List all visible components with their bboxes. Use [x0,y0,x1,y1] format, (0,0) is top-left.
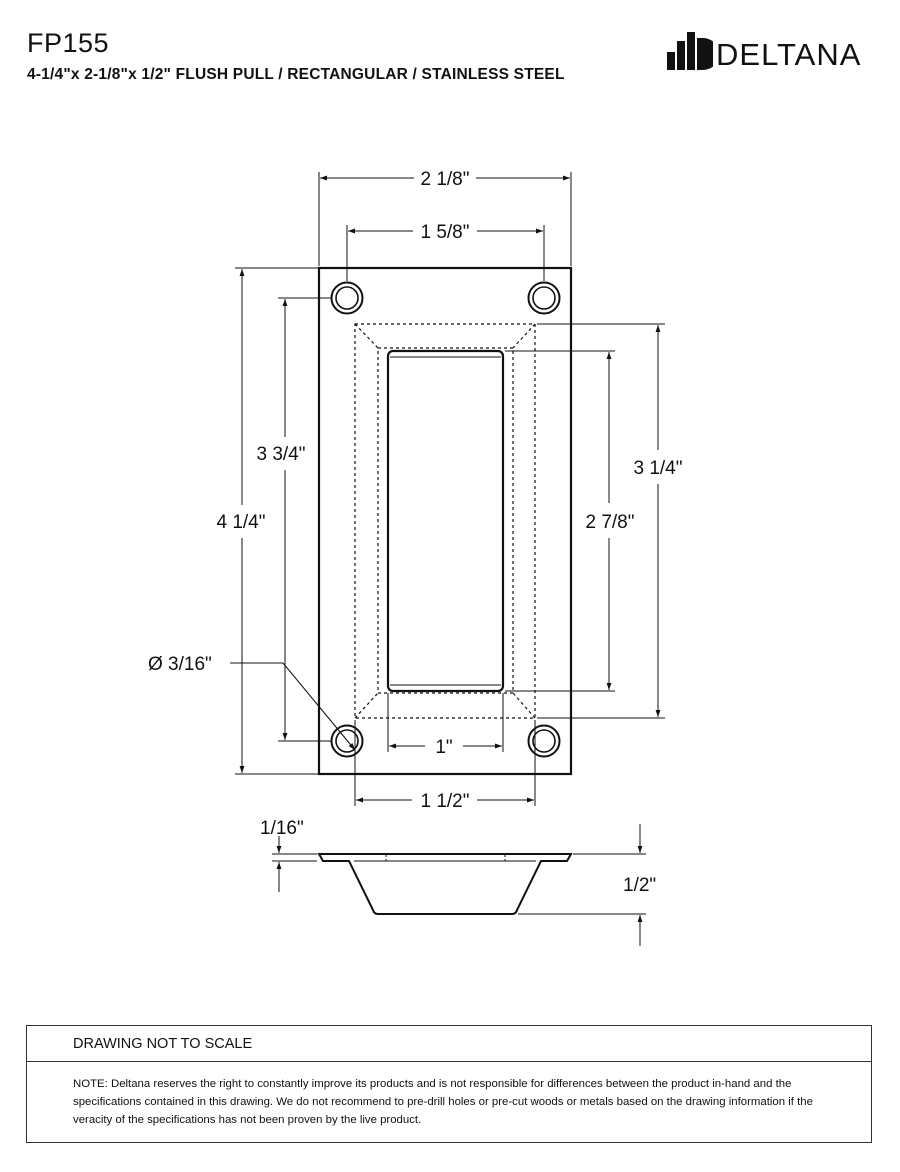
dim-hole-spacing-width [346,225,545,281]
product-code: FP155 [27,28,110,58]
dim-overall-height [235,267,318,775]
pull-side-view [317,853,573,915]
product-subtitle: 4-1/4"x 2-1/8"x 1/2" FLUSH PULL / RECTAN… [27,66,565,83]
technical-drawing: 2 1/8" 1 5/8" 4 1/4" 3 3/4" 3 1/4" 2 7/8 [148,169,683,946]
dim-recess-outer-width [354,720,536,806]
screw-hole-top-right [527,281,561,315]
recess-outer-edge [354,323,536,719]
side-profile [317,853,573,915]
overall-width-label: 2 1/8" [420,169,469,190]
pull-front-view [317,266,573,776]
dim-hole-diameter [230,662,356,751]
dim-recess-inner-height [505,350,615,692]
recess-bottom [386,349,505,693]
hole-spacing-width-label: 1 5/8" [420,222,469,243]
recess-inner-width-label: 1" [435,737,452,758]
deltana-logo: DELTANA [667,32,877,72]
logo-wordmark: DELTANA [716,37,862,72]
recess-inner-height-label: 2 7/8" [585,512,634,533]
hole-diameter-label: Ø 3/16" [148,654,212,675]
dim-total-depth [518,824,646,946]
deltana-logo-icon [667,32,713,70]
recess-outer-width-label: 1 1/2" [420,791,469,812]
recess-mid-edge [377,347,514,694]
screw-hole-bottom-right [527,724,561,758]
overall-height-label: 4 1/4" [216,512,265,533]
dim-overall-width [318,172,572,266]
flange-thickness-label: 1/16" [260,818,304,839]
recess-outer-height-label: 3 1/4" [633,458,682,479]
total-depth-label: 1/2" [623,875,656,896]
dim-recess-inner-width [387,693,504,752]
not-to-scale-heading: DRAWING NOT TO SCALE [27,1026,871,1062]
flange-plate-outline [317,266,573,776]
dim-recess-outer-height [537,323,665,719]
dim-hole-spacing-height [278,297,332,742]
hole-spacing-height-label: 3 3/4" [256,444,305,465]
notes-box: DRAWING NOT TO SCALE NOTE: Deltana reser… [26,1025,872,1143]
dim-flange-thickness [272,836,317,892]
disclaimer-note: NOTE: Deltana reserves the right to cons… [73,1078,813,1126]
screw-hole-top-left [330,281,364,315]
